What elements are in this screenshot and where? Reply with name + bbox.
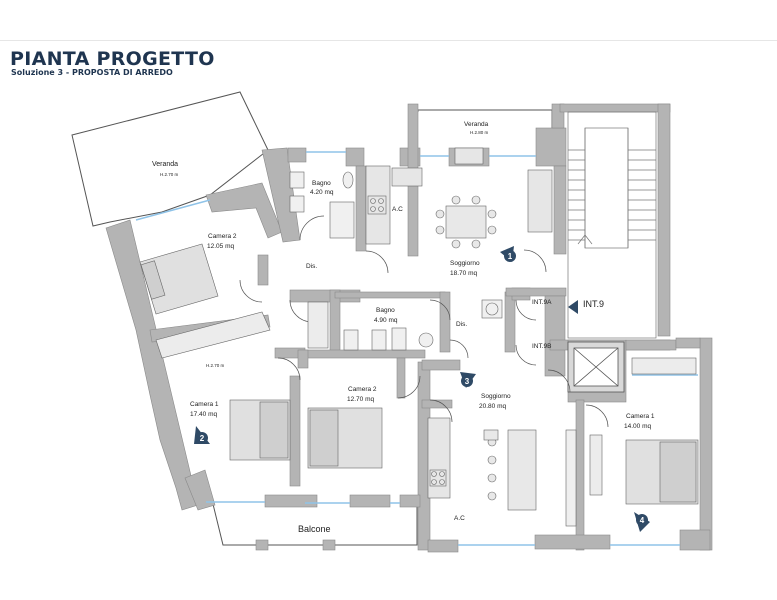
int9a-label: INT.9A — [532, 299, 552, 306]
int9-label: INT.9 — [583, 299, 604, 309]
camera2-top-label: Camera 2 — [208, 233, 237, 240]
sofa-top — [454, 147, 553, 233]
soggiorno-mid-area: 20.80 mq — [479, 403, 506, 410]
room-labels: Veranda H.2.70 m Bagno 4.20 mq A.C Veran… — [152, 121, 655, 534]
dining-mid — [483, 429, 537, 511]
veranda-left-height: H.2.70 m — [160, 172, 179, 177]
balcone-label: Balcone — [298, 524, 331, 534]
svg-text:4: 4 — [640, 516, 645, 525]
camera2-mid-area: 12.70 mq — [347, 396, 374, 403]
bagno-mid-label: Bagno — [376, 307, 395, 314]
bed-camera2-top — [139, 243, 219, 315]
page-subtitle: Soluzione 3 - PROPOSTA DI ARREDO — [11, 68, 173, 77]
camera2-top-area: 12.05 mq — [207, 243, 234, 250]
svg-text:1: 1 — [508, 252, 513, 261]
ac-mid-label: A.C — [454, 515, 465, 522]
camera1-right-area: 14.00 mq — [624, 423, 651, 430]
wardrobes — [155, 301, 697, 496]
view-markers: 1 2 3 4 — [194, 246, 650, 532]
bed-camera2-mid — [307, 407, 383, 469]
camera1-left-area: 17.40 mq — [190, 411, 217, 418]
kitchen-top — [365, 165, 423, 245]
veranda-right-height: H.2.80 m — [470, 130, 489, 135]
camera1-left-label: Camera 1 — [190, 401, 219, 408]
camera2-mid-label: Camera 2 — [348, 386, 377, 393]
dining-top — [435, 195, 497, 249]
bed-camera1-left — [229, 399, 291, 461]
ac-top-label: A.C — [392, 206, 403, 213]
page-title: PIANTA PROGETTO — [10, 48, 215, 70]
veranda-right-label: Veranda — [464, 121, 489, 128]
tv-unit-mid — [565, 429, 577, 527]
height-note: H.2.70 m — [206, 363, 225, 368]
soggiorno-top-label: Soggiorno — [450, 260, 480, 267]
dis-left-label: Dis. — [306, 263, 317, 270]
bathroom-mid — [343, 299, 503, 351]
bagno-top-label: Bagno — [312, 180, 331, 187]
int9-arrow-icon — [568, 300, 578, 314]
soggiorno-mid-label: Soggiorno — [481, 393, 511, 400]
int9b-label: INT.9B — [532, 343, 552, 350]
staircase — [567, 111, 657, 339]
elevator — [567, 341, 625, 393]
bed-camera1-right — [625, 439, 699, 505]
top-border — [0, 0, 777, 41]
kitchen-mid — [427, 417, 451, 499]
bagno-top-area: 4.20 mq — [310, 189, 334, 196]
marker-2: 2 — [194, 426, 210, 444]
svg-text:3: 3 — [465, 377, 470, 386]
camera1-right-label: Camera 1 — [626, 413, 655, 420]
marker-4: 4 — [634, 512, 650, 532]
veranda-left-label: Veranda — [152, 161, 178, 168]
balcone-outline — [211, 499, 418, 546]
door-swings — [239, 215, 609, 428]
bathroom-top — [289, 171, 355, 239]
windows — [135, 151, 698, 546]
svg-text:2: 2 — [200, 434, 205, 443]
marker-3: 3 — [460, 372, 476, 388]
dis-mid-label: Dis. — [456, 321, 467, 328]
bagno-mid-area: 4.90 mq — [374, 317, 398, 324]
marker-1: 1 — [500, 246, 516, 262]
veranda-left-outline — [71, 91, 269, 227]
soggiorno-top-area: 18.70 mq — [450, 270, 477, 277]
